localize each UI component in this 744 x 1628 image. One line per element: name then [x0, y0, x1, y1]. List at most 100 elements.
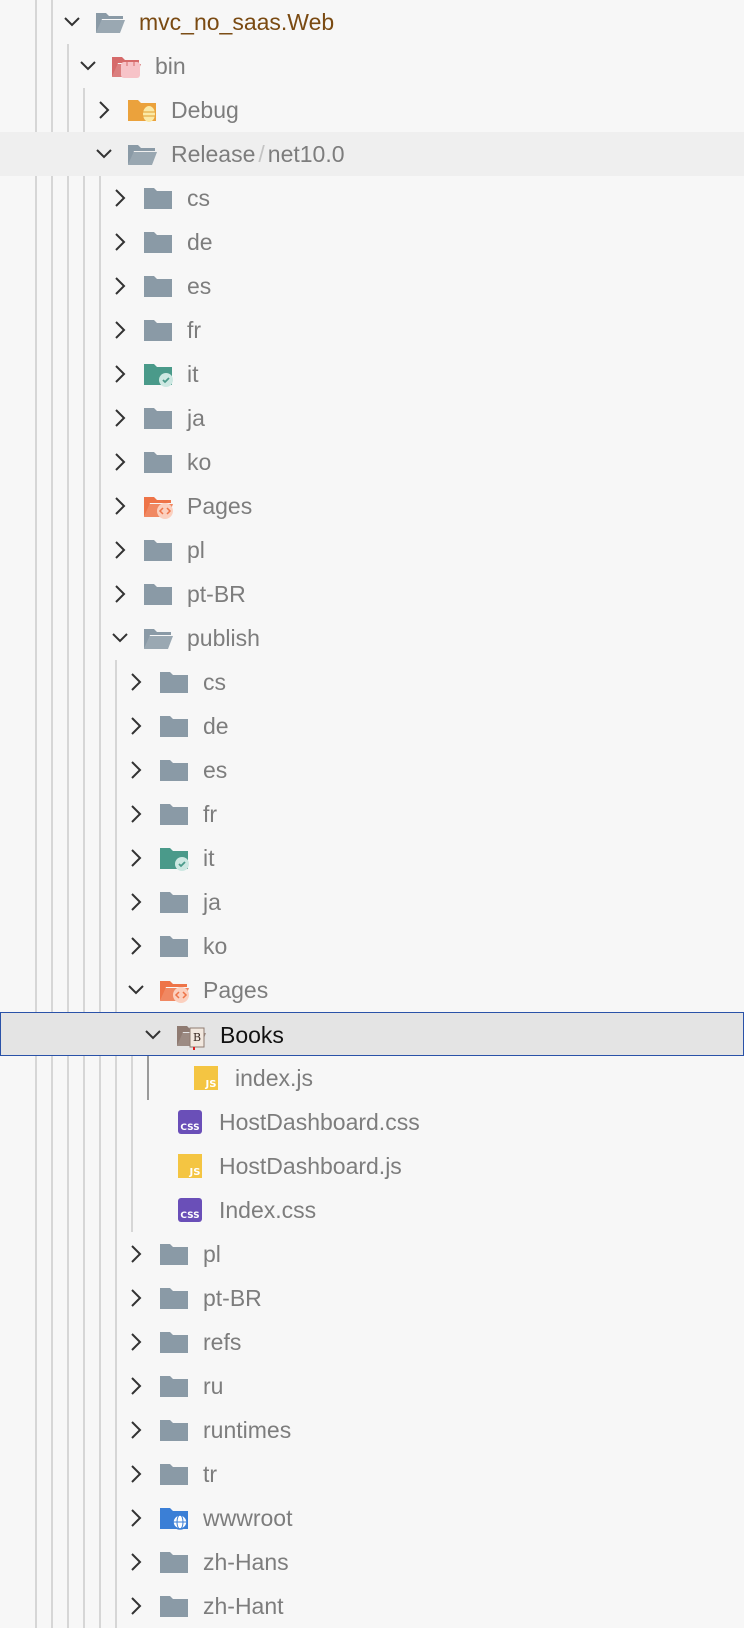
tree-folder-row[interactable]: it [0, 836, 744, 880]
tree-folder-row[interactable]: refs [0, 1320, 744, 1364]
chevron-right-icon[interactable] [124, 670, 148, 694]
tree-folder-row[interactable]: pt-BR [0, 1276, 744, 1320]
chevron-right-icon[interactable] [124, 934, 148, 958]
item-name: Pages [203, 977, 269, 1003]
tree-item-label: HostDashboard.css [219, 1109, 420, 1135]
tree-folder-row[interactable]: es [0, 748, 744, 792]
tree-folder-row[interactable]: it [0, 352, 744, 396]
item-name: wwwroot [203, 1505, 293, 1531]
chevron-right-icon[interactable] [108, 186, 132, 210]
tree-folder-row[interactable]: tr [0, 1452, 744, 1496]
chevron-right-icon[interactable] [124, 1506, 148, 1530]
tree-item-label: ja [203, 889, 221, 915]
tree-folder-row[interactable]: Pages [0, 484, 744, 528]
tree-folder-row[interactable]: cs [0, 176, 744, 220]
tree-item-label: refs [203, 1329, 241, 1355]
item-name: fr [187, 317, 202, 343]
item-name: bin [155, 53, 186, 79]
chevron-right-icon[interactable] [108, 274, 132, 298]
item-name: pl [187, 537, 205, 563]
chevron-right-icon[interactable] [124, 1418, 148, 1442]
tree-folder-row[interactable]: ja [0, 396, 744, 440]
tree-folder-row[interactable]: runtimes [0, 1408, 744, 1452]
tree-item-label: Pages [187, 493, 252, 519]
chevron-right-icon[interactable] [108, 538, 132, 562]
chevron-right-icon[interactable] [92, 98, 116, 122]
tree-item-label: HostDashboard.js [219, 1153, 402, 1179]
tree-folder-row[interactable]: Pages [0, 968, 744, 1012]
tree-folder-row[interactable]: pt-BR [0, 572, 744, 616]
chevron-right-icon[interactable] [108, 230, 132, 254]
chevron-right-icon[interactable] [108, 494, 132, 518]
tree-folder-row[interactable]: mvc_no_saas.Web [0, 0, 744, 44]
tree-file-row[interactable]: CSS HostDashboard.css [0, 1100, 744, 1144]
chevron-right-icon[interactable] [124, 1462, 148, 1486]
chevron-right-icon[interactable] [108, 406, 132, 430]
tree-folder-row[interactable]: Release/net10.0 [0, 132, 744, 176]
chevron-down-icon[interactable] [60, 10, 84, 34]
tree-folder-row[interactable]: es [0, 264, 744, 308]
chevron-right-icon[interactable] [124, 890, 148, 914]
tree-file-row[interactable]: JS HostDashboard.js [0, 1144, 744, 1188]
chevron-right-icon[interactable] [124, 802, 148, 826]
tree-folder-row[interactable]: zh-Hans [0, 1540, 744, 1584]
item-name: HostDashboard.css [219, 1109, 420, 1135]
tree-folder-row[interactable]: fr [0, 792, 744, 836]
verified-folder-icon [142, 359, 174, 389]
tree-folder-row[interactable]: fr [0, 308, 744, 352]
bin-folder-icon [110, 51, 142, 81]
tree-folder-row[interactable]: de [0, 704, 744, 748]
indent-guide [131, 1012, 133, 1232]
tree-folder-row[interactable]: ko [0, 924, 744, 968]
folder-icon [158, 1415, 190, 1445]
chevron-down-icon[interactable] [76, 54, 100, 78]
tree-item-label: pt-BR [187, 581, 246, 607]
folder-icon [158, 931, 190, 961]
tree-folder-row[interactable]: ja [0, 880, 744, 924]
tree-folder-row[interactable]: pl [0, 1232, 744, 1276]
chevron-down-icon[interactable] [141, 1023, 165, 1047]
tree-item-label: de [203, 713, 229, 739]
chevron-down-icon[interactable] [108, 626, 132, 650]
chevron-down-icon[interactable] [92, 142, 116, 166]
tree-folder-row[interactable]: bin [0, 44, 744, 88]
chevron-right-icon[interactable] [124, 714, 148, 738]
item-name: de [203, 713, 229, 739]
svg-text:JS: JS [189, 1167, 201, 1178]
chevron-right-icon[interactable] [124, 1286, 148, 1310]
item-name: zh-Hans [203, 1549, 289, 1575]
css-file-icon: CSS [174, 1195, 206, 1225]
chevron-down-icon[interactable] [124, 978, 148, 1002]
folder-icon [158, 1327, 190, 1357]
tree-folder-row[interactable]: cs [0, 660, 744, 704]
item-name: cs [203, 669, 226, 695]
chevron-right-icon[interactable] [108, 362, 132, 386]
tree-folder-row[interactable]: Debug [0, 88, 744, 132]
tree-folder-row[interactable]: wwwroot [0, 1496, 744, 1540]
chevron-right-icon[interactable] [124, 1594, 148, 1618]
tree-item-label: zh-Hant [203, 1593, 284, 1619]
chevron-right-icon[interactable] [124, 758, 148, 782]
chevron-right-icon[interactable] [108, 318, 132, 342]
css-file-icon: CSS [174, 1107, 206, 1137]
chevron-right-icon[interactable] [108, 582, 132, 606]
tree-folder-row[interactable]: ko [0, 440, 744, 484]
tree-folder-row[interactable]: ru [0, 1364, 744, 1408]
chevron-right-icon[interactable] [108, 450, 132, 474]
chevron-right-icon[interactable] [124, 1330, 148, 1354]
item-name: Pages [187, 493, 253, 519]
books-folder-icon: B [175, 1020, 207, 1050]
tree-folder-row[interactable]: zh-Hant [0, 1584, 744, 1628]
item-name: mvc_no_saas.Web [139, 9, 335, 35]
folder-icon [158, 1239, 190, 1269]
chevron-right-icon[interactable] [124, 1550, 148, 1574]
tree-folder-row[interactable]: de [0, 220, 744, 264]
tree-folder-row[interactable]: pl [0, 528, 744, 572]
tree-folder-row[interactable]: publish [0, 616, 744, 660]
chevron-right-icon[interactable] [124, 846, 148, 870]
chevron-right-icon[interactable] [124, 1374, 148, 1398]
chevron-right-icon[interactable] [124, 1242, 148, 1266]
